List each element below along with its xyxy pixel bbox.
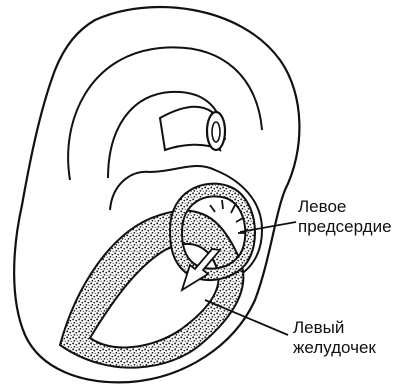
left-atrium-label-line2: предсердие — [298, 217, 392, 237]
pulmonary-vessel-lumen — [212, 122, 220, 142]
left-ventricle-label: Левый желудочек — [293, 318, 376, 358]
left-ventricle-label-line1: Левый — [293, 318, 376, 338]
left-atrium-label-line1: Левое — [298, 197, 392, 217]
heart-outline — [14, 7, 299, 382]
left-atrium-label: Левое предсердие — [298, 197, 392, 237]
left-ventricle-label-line2: желудочек — [293, 338, 376, 358]
